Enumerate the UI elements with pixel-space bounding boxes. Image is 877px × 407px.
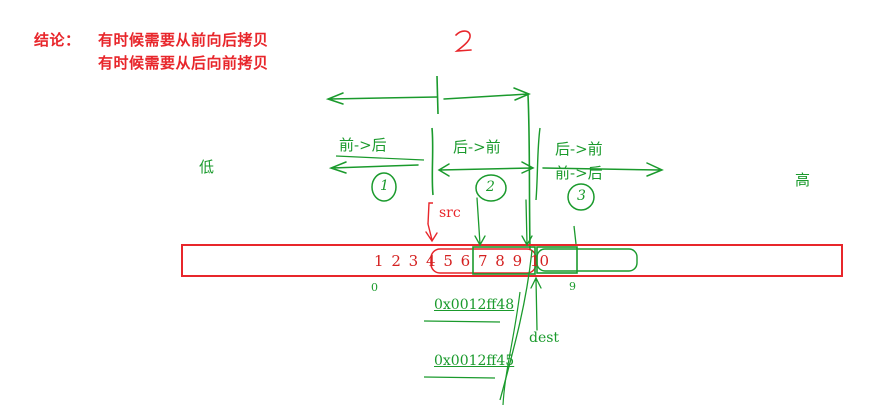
dest-extension <box>536 248 638 272</box>
src-arrow <box>425 223 438 243</box>
region2-direction: 后->前 <box>453 138 501 156</box>
src-label: src <box>439 205 461 221</box>
index-high: 9 <box>569 280 576 293</box>
boundary-line-2 <box>527 94 531 251</box>
long-vertical-stroke-2 <box>502 291 521 406</box>
dest-selection <box>472 246 536 275</box>
region2-double-arrow <box>437 161 535 177</box>
region3-direction-a: 后->前 <box>555 140 603 158</box>
array-value: 5 <box>443 252 453 270</box>
address-1: 0x0012ff48 <box>434 297 515 313</box>
region1-direction: 前->后 <box>339 136 387 154</box>
top-right-arrow <box>443 87 531 101</box>
addr1-extra-underline <box>423 320 501 323</box>
conclusion-line-1: 有时候需要从前向后拷贝 <box>98 31 269 49</box>
array-container <box>181 244 843 277</box>
top-center-tick <box>436 75 439 115</box>
conclusion-line-2: 有时候需要从后向前拷贝 <box>98 54 269 72</box>
region3-down-arrow <box>573 225 577 245</box>
dest-up-arrow <box>530 276 542 331</box>
conclusion-prefix: 结论： <box>34 31 81 49</box>
circle-two <box>475 174 507 202</box>
region2-down-arrow-left <box>474 197 486 247</box>
array-value: 4 <box>425 252 436 270</box>
array-value: 6 <box>460 252 471 270</box>
high-label: 高 <box>795 171 811 189</box>
handwritten-two-mark <box>454 30 472 52</box>
region3-direction-b: 前->后 <box>555 164 603 182</box>
boundary-line-1 <box>431 127 434 196</box>
circle-three <box>567 183 595 211</box>
region1-left-arrow <box>328 161 419 174</box>
dest-label: dest <box>529 330 560 346</box>
array-value: 8 <box>495 252 505 270</box>
circle-one <box>371 172 397 202</box>
array-value: 2 <box>391 252 401 270</box>
array-value: 1 <box>374 252 384 270</box>
array-values: 1 2 3 4 5 6 7 8 9 10 <box>374 252 549 270</box>
circle-two-number: 2 <box>486 179 495 195</box>
boundary-line-3 <box>535 127 541 201</box>
region2-down-arrow-right <box>521 199 533 247</box>
array-value: 7 <box>477 252 488 270</box>
low-label: 低 <box>199 158 215 176</box>
region3-right-arrow <box>542 162 664 177</box>
array-value: 9 <box>512 252 523 270</box>
circle-one-number: 1 <box>380 178 389 194</box>
addr2-extra-underline <box>423 376 496 379</box>
circle-three-number: 3 <box>577 188 586 204</box>
index-low: 0 <box>371 281 378 294</box>
region1-underline <box>335 155 425 161</box>
address-2: 0x0012ff45 <box>434 353 515 369</box>
top-left-arrow <box>325 92 438 105</box>
src-selection <box>430 248 537 274</box>
array-value: 10 <box>529 252 550 270</box>
array-value: 3 <box>408 252 419 270</box>
src-bracket <box>427 202 433 225</box>
